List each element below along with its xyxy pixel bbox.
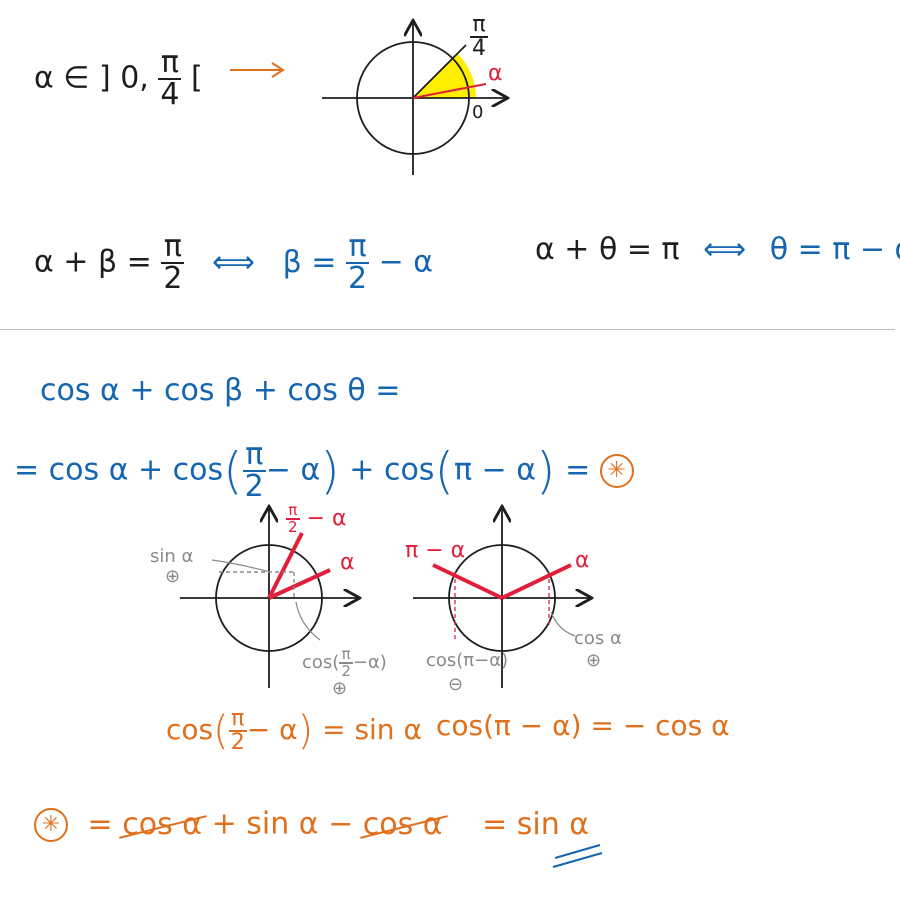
top-unit-circle — [322, 22, 506, 175]
alpha-ray-left — [268, 568, 331, 600]
star-marker-1: ✳ — [599, 454, 634, 488]
highlighted-sector — [413, 53, 476, 98]
left-unit-circle — [180, 508, 358, 688]
cos-pi2-minus-alpha-sign: ⊕ — [332, 678, 348, 699]
identity-cos-pi-minus-alpha: cos(π − α) = − cos α — [436, 709, 730, 742]
label-alpha-left: α — [340, 550, 355, 575]
cancelled-cos-1: cos α — [122, 806, 203, 842]
sum-expression: cos α + cos β + cos θ = — [40, 373, 401, 408]
label-pi-minus-alpha: π − α — [405, 538, 466, 563]
sin-alpha-sign: ⊕ — [165, 566, 181, 587]
label-alpha-right: α — [575, 548, 590, 573]
orange-arrow-head — [271, 62, 285, 78]
cos-alpha-sign: ⊕ — [586, 650, 602, 671]
section-divider — [0, 329, 895, 330]
underline-1 — [554, 844, 601, 859]
pi2-minus-alpha-ray — [267, 532, 304, 599]
zero-label: 0 — [472, 102, 484, 123]
relation-alpha-theta: α + θ = π ⟺ θ = π − α — [535, 232, 900, 267]
underline-2 — [552, 852, 603, 868]
cancelled-cos-2: cos α — [362, 806, 443, 842]
alpha-label-top: α — [488, 61, 503, 86]
pi-minus-alpha-ray — [432, 563, 503, 600]
cos-pi-minus-alpha-label: cos(π−α) — [426, 650, 509, 671]
alpha-ray-right — [501, 563, 572, 600]
final-result: ✳ = cos α + sin α − cos α = sin α — [34, 808, 589, 842]
cos-pi-minus-alpha-sign: ⊖ — [448, 674, 464, 695]
star-marker-2: ✳ — [34, 808, 68, 842]
pi-over-4-ray — [412, 44, 467, 99]
right-unit-circle — [413, 508, 590, 688]
sin-alpha-label: sin α — [150, 546, 194, 567]
alpha-ray — [412, 83, 487, 99]
cos-alpha-label: cos α — [574, 628, 622, 649]
